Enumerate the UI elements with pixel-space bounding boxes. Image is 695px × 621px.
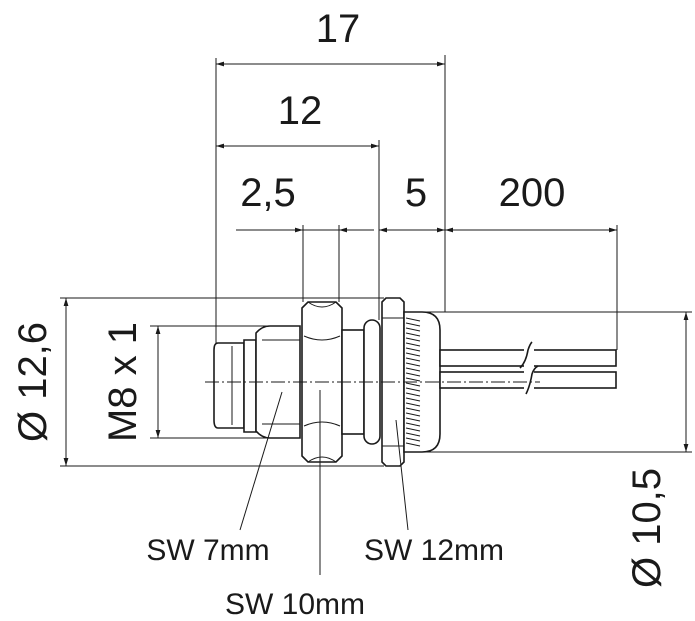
knurl-line <box>405 322 421 327</box>
cable <box>439 341 617 395</box>
knurl-line <box>405 397 421 402</box>
knurl-lines <box>405 317 421 447</box>
knurl-line <box>405 327 421 332</box>
knurl-line <box>405 432 421 437</box>
dim-body-length: 12 <box>278 89 323 133</box>
knurl-line <box>405 417 421 422</box>
knurl-line <box>405 407 421 412</box>
knurl-line <box>405 442 421 447</box>
knurl-line <box>405 317 421 322</box>
knurl-line <box>405 377 421 382</box>
dim-overall-length: 17 <box>316 7 361 51</box>
knurl-line <box>405 332 421 337</box>
plug-tip <box>213 342 245 429</box>
knurl-line <box>405 342 421 347</box>
knurl-line <box>405 412 421 417</box>
knurl-line <box>405 337 421 342</box>
knurl-line <box>405 372 421 377</box>
vertical-dimensions: Ø 12,6 M8 x 1 Ø 10,5 <box>11 297 692 588</box>
dim-cable-length: 200 <box>499 171 566 215</box>
leader-labels: SW 7mm SW 10mm SW 12mm <box>146 390 504 621</box>
knurl-line <box>405 352 421 357</box>
knurl-line <box>405 367 421 372</box>
connector-body <box>205 297 617 467</box>
dim-nut-diameter: Ø 10,5 <box>625 468 669 588</box>
knurl-line <box>405 347 421 352</box>
knurl-line <box>405 402 421 407</box>
knurl-line <box>405 387 421 392</box>
knurl-line <box>405 427 421 432</box>
horizontal-dimensions: 17 12 2,5 5 200 <box>215 7 618 350</box>
dim-flange-diameter: Ø 12,6 <box>11 322 55 442</box>
knurl-line <box>405 357 421 362</box>
dim-thread-length: 2,5 <box>240 171 296 215</box>
knurl-line <box>405 392 421 397</box>
knurl-line <box>405 422 421 427</box>
dim-thread: M8 x 1 <box>101 322 145 442</box>
label-sw-10mm: SW 10mm <box>225 588 365 621</box>
knurl-line <box>405 437 421 442</box>
knurl-line <box>405 382 421 387</box>
label-sw-7mm: SW 7mm <box>146 534 269 567</box>
dim-flange-length: 5 <box>405 171 427 215</box>
knurl-line <box>405 362 421 367</box>
label-sw-12mm: SW 12mm <box>364 534 504 567</box>
